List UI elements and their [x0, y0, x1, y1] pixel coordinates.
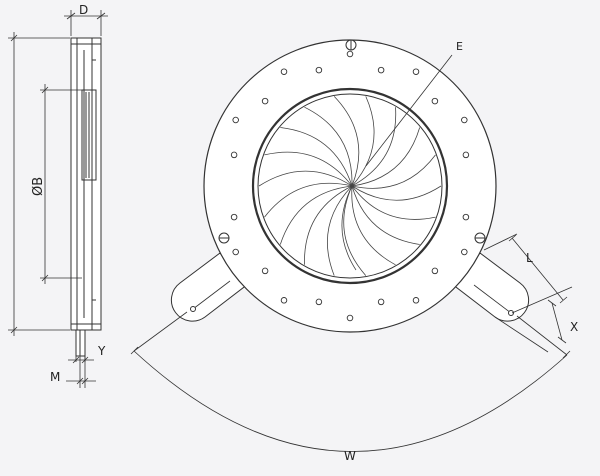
bolt-hole — [462, 213, 470, 221]
iris-blade — [351, 185, 436, 220]
screw-top — [345, 39, 357, 51]
bolt-hole — [232, 116, 239, 124]
screw-left — [218, 232, 230, 244]
bolt-hole — [315, 66, 323, 74]
bolt-hole — [431, 267, 439, 275]
iris-blade — [351, 185, 420, 245]
iris-blade — [333, 96, 360, 187]
bolt-hole — [261, 267, 269, 275]
label-D: D — [79, 3, 88, 17]
iris-blade — [304, 185, 353, 265]
bolt-holes — [230, 50, 470, 322]
bolt-hole — [412, 297, 420, 304]
bolt-hole — [461, 248, 468, 256]
bolt-hole — [431, 97, 439, 105]
label-L: L — [526, 251, 533, 265]
dim-X — [494, 299, 567, 353]
iris-blade — [304, 106, 353, 187]
iris-blade — [351, 185, 396, 266]
dim-L — [483, 233, 573, 314]
bolt-hole — [377, 298, 385, 306]
screw-right — [474, 232, 486, 244]
iris-blades — [258, 96, 442, 276]
side-body — [70, 37, 102, 331]
left-handle — [170, 252, 249, 322]
bolt-hole — [315, 298, 323, 306]
screws — [218, 39, 486, 244]
bolt-hole — [346, 314, 354, 322]
iris-blade — [351, 96, 375, 187]
label-W: W — [344, 449, 356, 463]
bolt-hole — [346, 50, 354, 58]
iris-blade — [279, 185, 353, 245]
bolt-hole — [280, 297, 288, 304]
iris-blade — [351, 127, 421, 187]
bolt-hole — [230, 151, 238, 159]
dim-height — [8, 32, 70, 336]
iris-blade — [343, 185, 367, 276]
iris-blade — [341, 185, 357, 271]
dim-M — [66, 356, 96, 388]
dim-D — [64, 10, 108, 36]
side-view — [70, 37, 102, 357]
iris-blade — [351, 185, 442, 201]
bolt-hole — [461, 116, 468, 124]
dim-W — [130, 311, 571, 452]
iris-blade — [258, 170, 353, 187]
bolt-hole — [412, 68, 420, 75]
bolt-hole — [462, 151, 470, 159]
label-E: E — [456, 40, 463, 53]
iris-blade — [326, 185, 353, 276]
side-blade-stack — [81, 89, 97, 181]
label-B: ØB — [31, 177, 46, 196]
bolt-hole — [377, 66, 385, 74]
iris-blade — [351, 154, 436, 189]
iris-blade — [351, 107, 397, 187]
bolt-hole — [261, 97, 269, 105]
bolt-hole — [232, 248, 239, 256]
bolt-hole — [230, 213, 238, 221]
iris-blade — [280, 127, 353, 187]
label-Y: Y — [97, 344, 106, 358]
leader-E — [365, 54, 453, 167]
bolt-hole — [280, 68, 288, 75]
iris-blade — [264, 151, 353, 187]
label-X: X — [570, 320, 578, 334]
dim-B — [40, 84, 82, 284]
label-M: M — [50, 370, 60, 384]
iris-blade — [264, 182, 353, 218]
